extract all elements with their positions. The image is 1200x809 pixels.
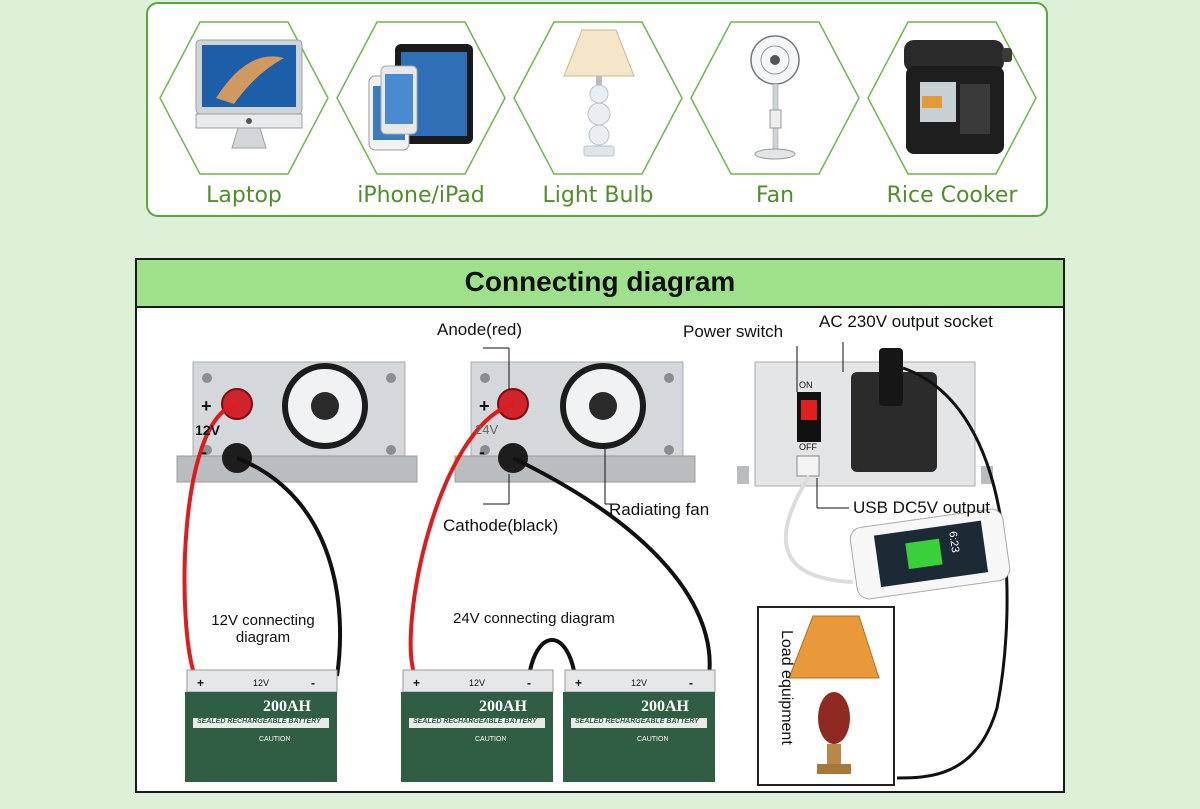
load-lamp-icon (788, 615, 880, 774)
battery-capacity: 200AH (641, 698, 689, 715)
battery-caution: CAUTION (259, 736, 291, 743)
battery-minus: - (527, 676, 531, 690)
anode-label: Anode(red) (437, 320, 523, 339)
battery-type: SEALED RECHARGEABLE BATTERY (413, 718, 537, 725)
standing-fan-icon (750, 35, 800, 160)
table-lamp-icon (563, 29, 635, 157)
conn-12v-label: 12V connecting diagram (211, 612, 315, 646)
battery-type: SEALED RECHARGEABLE BATTERY (197, 718, 321, 725)
battery-voltage: 12V (631, 678, 648, 688)
battery-caution: CAUTION (637, 736, 669, 743)
plus-mark: + (201, 396, 212, 416)
appliance-label: Light Bulb (542, 183, 654, 208)
cathode-label: Cathode(black) (443, 516, 559, 535)
power-switch-label: Power switch (683, 322, 784, 341)
battery-voltage: 12V (469, 678, 486, 688)
battery-voltage: 12V (253, 678, 270, 688)
appliance-iphone-ipad: iPhone/iPad (333, 18, 509, 218)
usb-output-label: USB DC5V output (853, 498, 991, 517)
appliance-panel: Laptop iPhone/iPad Light Bulb (146, 2, 1048, 217)
battery-type: SEALED RECHARGEABLE BATTERY (575, 718, 699, 725)
load-equipment-box (757, 606, 895, 786)
plus-mark: + (479, 396, 490, 416)
appliance-label: Laptop (206, 183, 282, 208)
switch-off-mark: OFF (799, 442, 817, 452)
battery-capacity: 200AH (263, 698, 311, 715)
appliance-label: Fan (755, 183, 795, 208)
minus-mark: - (201, 442, 207, 462)
battery-plus: + (575, 676, 583, 690)
phone-tablet-icon (368, 44, 473, 151)
battery-minus: - (689, 676, 693, 690)
diagram-title: Connecting diagram (137, 260, 1063, 308)
battery-plus: + (197, 676, 205, 690)
appliance-fan: Fan (687, 18, 863, 218)
switch-on-mark: ON (799, 380, 813, 390)
smartphone-icon (849, 508, 1011, 600)
appliance-label: iPhone/iPad (357, 183, 485, 208)
conn-24v-label: 24V connecting diagram (453, 610, 615, 627)
inverter-12v (176, 361, 418, 483)
diagram-area: + - 12V + - 24V ON OFF Anode(red) Cathod… (137, 308, 1063, 791)
appliance-laptop: Laptop (156, 18, 332, 218)
ac-socket-label: AC 230V output socket (819, 312, 993, 331)
radiating-fan-label: Radiating fan (609, 500, 710, 519)
connecting-diagram-panel: Connecting diagram (135, 258, 1065, 793)
voltage-12v-mark: 12V (195, 422, 220, 438)
monitor-icon (195, 39, 303, 149)
appliance-light-bulb: Light Bulb (510, 18, 686, 218)
inverter-24v (454, 361, 696, 483)
load-equipment-label: Load equipment (778, 630, 795, 745)
battery-caution: CAUTION (475, 736, 507, 743)
diagram-illustration (176, 342, 1011, 782)
appliance-label: Rice Cooker (886, 183, 1018, 208)
battery-capacity: 200AH (479, 698, 527, 715)
voltage-24v-mark: 24V (475, 422, 499, 437)
appliance-rice-cooker: Rice Cooker (864, 18, 1040, 218)
battery-1 (185, 669, 338, 782)
battery-minus: - (311, 676, 315, 690)
battery-plus: + (413, 676, 421, 690)
battery-2 (401, 669, 554, 782)
minus-mark: - (479, 442, 485, 462)
rice-cooker-icon (904, 40, 1012, 154)
battery-3 (563, 669, 716, 782)
inverter-output-side (737, 348, 993, 487)
